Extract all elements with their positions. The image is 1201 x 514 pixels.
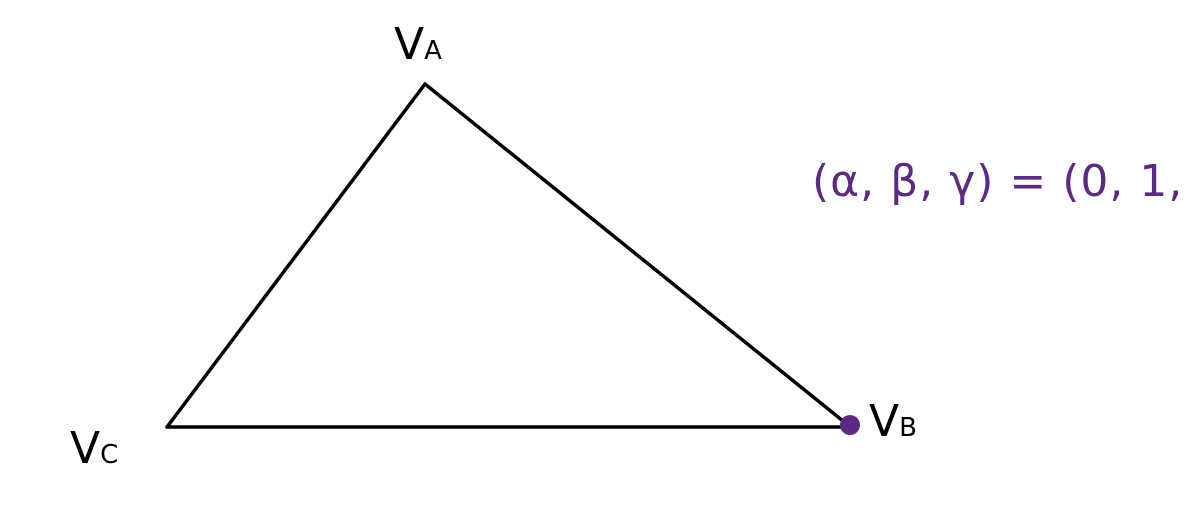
vertex-label-a-main: V xyxy=(394,19,424,70)
vertex-label-a-sub: A xyxy=(424,36,442,66)
barycentric-annotation: (α, β, γ) = (0, 1, 0) xyxy=(812,156,1201,207)
edge-ab xyxy=(423,82,850,427)
vertex-label-c-main: V xyxy=(70,423,100,474)
vertex-label-c-sub: C xyxy=(100,440,118,470)
edge-ca xyxy=(165,82,427,429)
vertex-label-b-main: V xyxy=(869,396,899,447)
point-vertex-b xyxy=(840,415,860,435)
vertex-label-c: VC xyxy=(70,423,118,474)
vertex-label-b: VB xyxy=(869,396,917,447)
vertex-label-b-sub: B xyxy=(899,413,917,443)
vertex-label-a: VA xyxy=(394,19,442,70)
